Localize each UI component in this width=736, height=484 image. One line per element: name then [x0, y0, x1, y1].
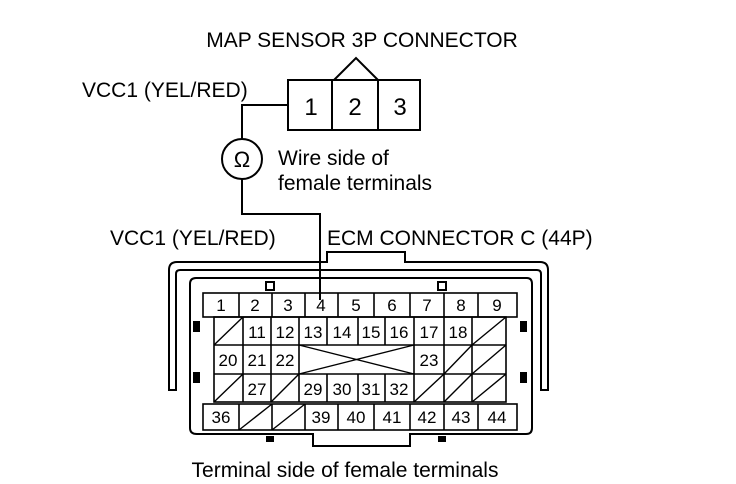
- ecm-terminal-44: 44: [488, 408, 507, 427]
- ecm-terminal-12: 12: [276, 323, 295, 342]
- ecm-terminal-11: 11: [248, 323, 266, 342]
- ecm-terminal-15: 15: [362, 323, 381, 342]
- ecm-terminal-17: 17: [420, 323, 439, 342]
- ecm-terminal-18: 18: [449, 323, 468, 342]
- ecm-connector-housing: [168, 251, 549, 447]
- ecm-terminal-16: 16: [390, 323, 409, 342]
- ecm-terminal-labels: 1 2 3 4 5 6 7 8 9 11 12 13 14 15 16 17 1…: [212, 296, 507, 427]
- ecm-terminal-5: 5: [351, 296, 360, 315]
- ecm-terminal-40: 40: [347, 408, 366, 427]
- terminal-side-caption: Terminal side of female terminals: [192, 459, 499, 482]
- map-terminal-2: 2: [348, 94, 361, 121]
- ecm-terminal-32: 32: [390, 380, 409, 399]
- ecm-terminal-4: 4: [316, 296, 325, 315]
- ecm-terminal-30: 30: [333, 380, 352, 399]
- ecm-terminal-grid: [202, 292, 518, 431]
- ecm-terminal-7: 7: [422, 296, 431, 315]
- map-terminal-3: 3: [393, 94, 406, 121]
- ecm-terminal-3: 3: [283, 296, 292, 315]
- wire-side-note-line1: Wire side of: [278, 147, 389, 170]
- ecm-terminal-6: 6: [387, 296, 396, 315]
- ecm-terminal-41: 41: [383, 408, 402, 427]
- test-wire: [241, 104, 321, 300]
- ecm-terminal-39: 39: [312, 408, 331, 427]
- map-connector-title: MAP SENSOR 3P CONNECTOR: [206, 29, 518, 52]
- ecm-terminal-9: 9: [492, 296, 501, 315]
- ecm-terminal-29: 29: [304, 380, 323, 399]
- ecm-terminal-14: 14: [333, 323, 352, 342]
- ecm-terminal-36: 36: [212, 408, 231, 427]
- unused-cavity-marks: [213, 316, 507, 431]
- ecm-terminal-13: 13: [304, 323, 323, 342]
- ecm-terminal-23: 23: [420, 351, 439, 370]
- ecm-terminal-21: 21: [248, 351, 267, 370]
- ecm-terminal-22: 22: [276, 351, 295, 370]
- ohm-symbol: Ω: [234, 147, 250, 172]
- ecm-terminal-8: 8: [456, 296, 465, 315]
- ecm-terminal-27: 27: [248, 380, 267, 399]
- ecm-housing-latches: [193, 321, 527, 442]
- map-wire-label: VCC1 (YEL/RED): [82, 79, 248, 102]
- ohmmeter-icon: Ω: [221, 138, 263, 180]
- wire-side-note-line2: female terminals: [278, 172, 432, 195]
- ecm-terminal-2: 2: [250, 296, 259, 315]
- ecm-terminal-1: 1: [216, 296, 225, 315]
- ecm-terminal-31: 31: [362, 380, 381, 399]
- map-terminal-1: 1: [304, 94, 317, 121]
- ecm-terminal-20: 20: [219, 351, 238, 370]
- ecm-connector-title: ECM CONNECTOR C (44P): [327, 227, 593, 250]
- ecm-terminal-43: 43: [452, 408, 471, 427]
- ecm-wire-label: VCC1 (YEL/RED): [110, 227, 276, 250]
- ecm-terminal-42: 42: [418, 408, 437, 427]
